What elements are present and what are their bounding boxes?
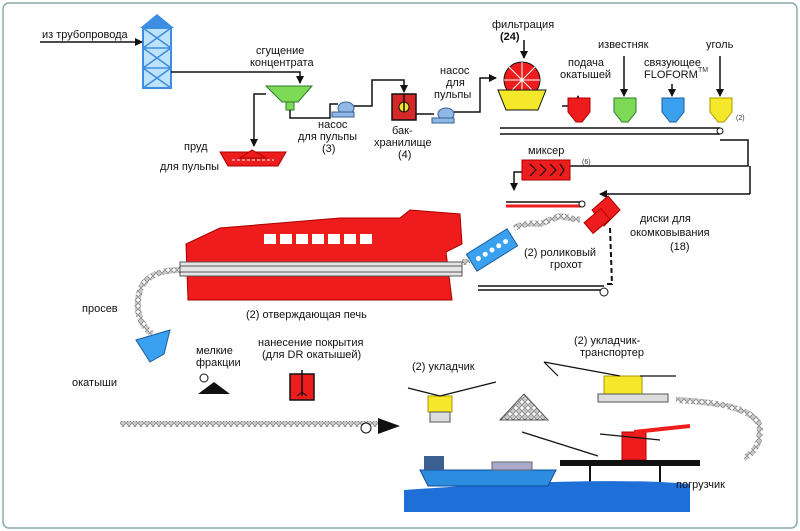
tank-label-3: (4)	[398, 149, 411, 161]
screen-label-2: грохот	[550, 259, 582, 271]
thickening-label-1: сгущение	[256, 45, 304, 57]
mixer-to-conveyor-arrow	[510, 171, 522, 191]
pump2-label-1: насос	[440, 65, 470, 77]
coal-label: уголь	[706, 39, 734, 51]
stacker-conveyor-label-1: (2) укладчик-	[574, 335, 641, 347]
discs-label-3: (18)	[670, 241, 690, 253]
pellet-stockpile	[498, 393, 550, 421]
disc-feed-conveyor	[506, 200, 586, 208]
coating-label-2: (для DR окатышей)	[262, 349, 361, 361]
pump-icon	[431, 107, 455, 124]
pump1-label-1: насос	[318, 119, 348, 131]
mixer-label: миксер	[528, 145, 564, 157]
hopper-icon	[661, 97, 685, 123]
binder-label-1: связующее	[644, 57, 701, 69]
pump1-label-2: для пульпы	[298, 131, 357, 143]
tower-to-thickener-line	[171, 71, 304, 84]
pond-icon	[219, 149, 287, 167]
fines-label-2: фракции	[196, 357, 241, 369]
loadout-stream	[675, 397, 764, 461]
pump1-label-3: (3)	[322, 143, 335, 155]
stacker-conveyor-icon	[543, 361, 676, 403]
mixer-count-label: (6)	[582, 159, 591, 166]
induration-furnace-icon	[179, 209, 463, 301]
pond-label-2: для пульпы	[160, 161, 219, 173]
thickener-to-pond-line	[250, 93, 266, 147]
ship-icon	[404, 456, 690, 512]
discharge-chute	[135, 329, 171, 363]
filtration-label-2: (24)	[500, 31, 520, 43]
pump-to-filter-line	[454, 74, 497, 113]
pump-to-tank-line	[354, 79, 408, 107]
thickener-to-pump-line	[289, 103, 338, 119]
stacker-conveyor-label-2: транспортер	[580, 347, 644, 359]
screenings-conveyor	[478, 285, 609, 297]
product-conveyor	[120, 418, 400, 434]
screen-label-1: (2) роликовый	[524, 247, 596, 259]
binder-trademark: TM	[698, 67, 708, 74]
pipeline-label: из трубопровода	[42, 29, 129, 41]
limestone-label: известняк	[598, 39, 649, 51]
fired-pellet-stream	[134, 267, 181, 337]
filtration-label-1: фильтрация	[492, 19, 554, 31]
screenings-label: просев	[82, 303, 118, 315]
stacker-icon	[407, 381, 497, 423]
thickener-icon	[264, 85, 314, 111]
pump2-label-2: для	[446, 77, 465, 89]
roller-screen-icon	[465, 228, 519, 272]
tank-label-2: хранилище	[374, 137, 432, 149]
loader-boom-line	[521, 431, 599, 457]
pond-label-1: пруд	[184, 141, 208, 153]
green-pellet-stream	[512, 212, 581, 231]
hopper-icon	[567, 97, 591, 123]
pellet-feed-label-1: подача	[568, 57, 605, 69]
coating-tank-icon	[289, 370, 315, 401]
pelletizing-disc-icon	[583, 195, 621, 235]
coating-label-1: нанесение покрытия	[258, 337, 363, 349]
pipeline-tower	[140, 14, 174, 89]
pellet-feed-label-2: окатышей	[560, 69, 611, 81]
pump-icon	[331, 101, 355, 118]
disc-filter-icon	[497, 61, 547, 111]
fines-pile	[198, 373, 230, 394]
ship-loader-icon	[560, 424, 700, 488]
loader-label: погрузчик	[676, 479, 725, 491]
conveyor-count-label: (2)	[736, 115, 745, 122]
feed-conveyor	[500, 127, 724, 135]
labels: из трубопровода сгущение концентрата пру…	[42, 19, 745, 491]
fines-label-1: мелкие	[196, 345, 233, 357]
hopper-icon	[709, 97, 733, 123]
discs-label-2: окомковывания	[630, 227, 710, 239]
conveyor-to-mixer-line	[552, 139, 749, 167]
thickening-label-2: концентрата	[250, 57, 314, 69]
hopper-icon	[613, 97, 637, 123]
stacker-label: (2) укладчик	[412, 361, 475, 373]
tank-label-1: бак-	[392, 125, 413, 137]
discs-label-1: диски для	[640, 213, 691, 225]
pellets-label: окатыши	[72, 377, 117, 389]
storage-tank-icon	[391, 93, 417, 121]
pump2-label-3: пульпы	[434, 89, 471, 101]
binder-label-2: FLOFORM	[644, 69, 698, 81]
furnace-label: (2) отверждающая печь	[246, 309, 367, 321]
mixer-icon	[521, 159, 571, 181]
undersize-return-line	[604, 227, 614, 285]
